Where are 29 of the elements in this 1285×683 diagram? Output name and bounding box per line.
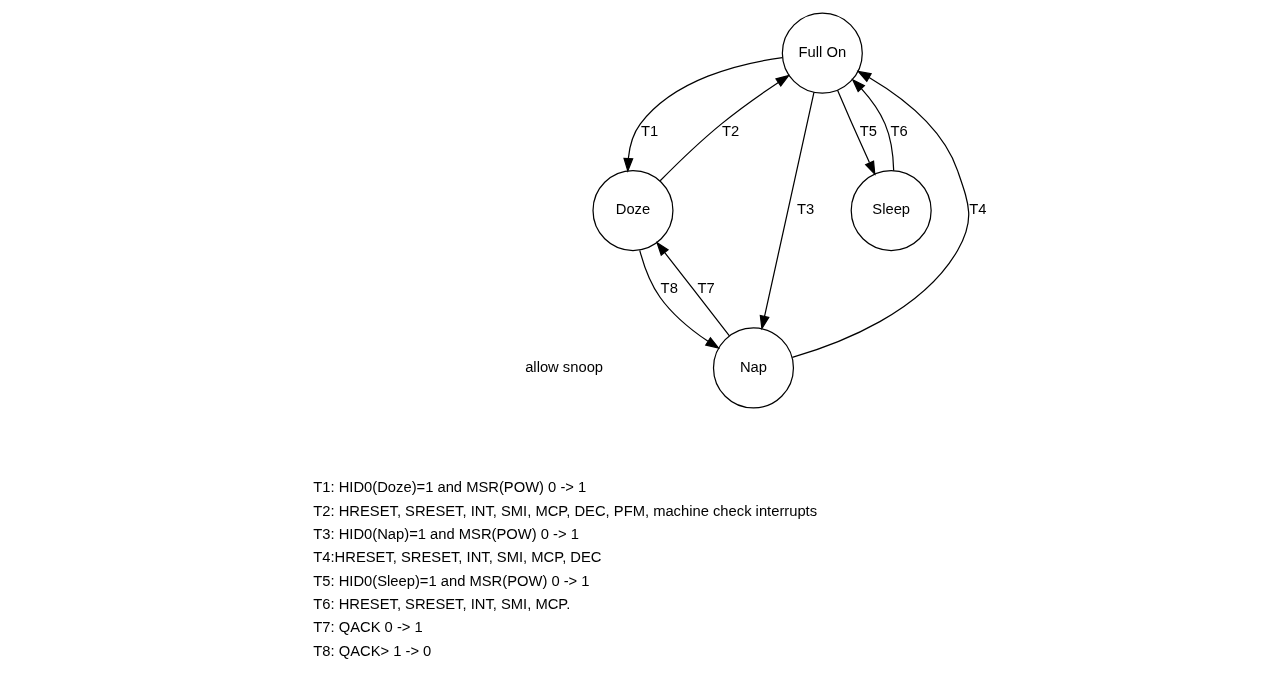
edge-label: T2 — [722, 122, 740, 139]
label: T3: HID0(Nap)=1 and MSR(POW) 0 -> 1 — [313, 525, 579, 542]
node-circle: Doze — [592, 169, 674, 252]
arrow — [655, 241, 731, 337]
arrow — [791, 70, 970, 358]
edge-label: T6 — [890, 122, 908, 139]
label: T2: HRESET, SRESET, INT, SMI, MCP, DEC, PFM, machine check interrupts — [313, 502, 818, 519]
edge-label: T4 — [969, 201, 987, 218]
node-circle: Sleep — [850, 169, 932, 252]
label: T1: HID0(Doze)=1 and MSR(POW) 0 -> 1 — [313, 479, 587, 496]
edge-label: T5 — [859, 122, 878, 139]
arrow — [639, 249, 721, 350]
label: allow snoop — [525, 358, 604, 375]
edge-label: T8 — [660, 280, 678, 297]
edge-label: T1 — [640, 122, 659, 139]
arrow — [759, 91, 815, 331]
label: T8: QACK> 1 -> 0 — [313, 642, 432, 659]
arrow — [659, 74, 791, 182]
arrow — [851, 78, 895, 172]
label: T4:HRESET, SRESET, INT, SMI, MCP, DEC — [313, 549, 602, 566]
arrow — [623, 57, 784, 173]
edge-label: T7 — [697, 280, 715, 297]
label: T6: HRESET, SRESET, INT, SMI, MCP. — [313, 596, 571, 613]
node-circle: Full On — [781, 12, 863, 94]
label: T7: QACK 0 -> 1 — [313, 619, 423, 636]
node-circle: Nap — [712, 327, 795, 409]
edge-label: T3 — [797, 201, 815, 218]
label: T5: HID0(Sleep)=1 and MSR(POW) 0 -> 1 — [313, 572, 590, 589]
arrow — [836, 89, 876, 176]
